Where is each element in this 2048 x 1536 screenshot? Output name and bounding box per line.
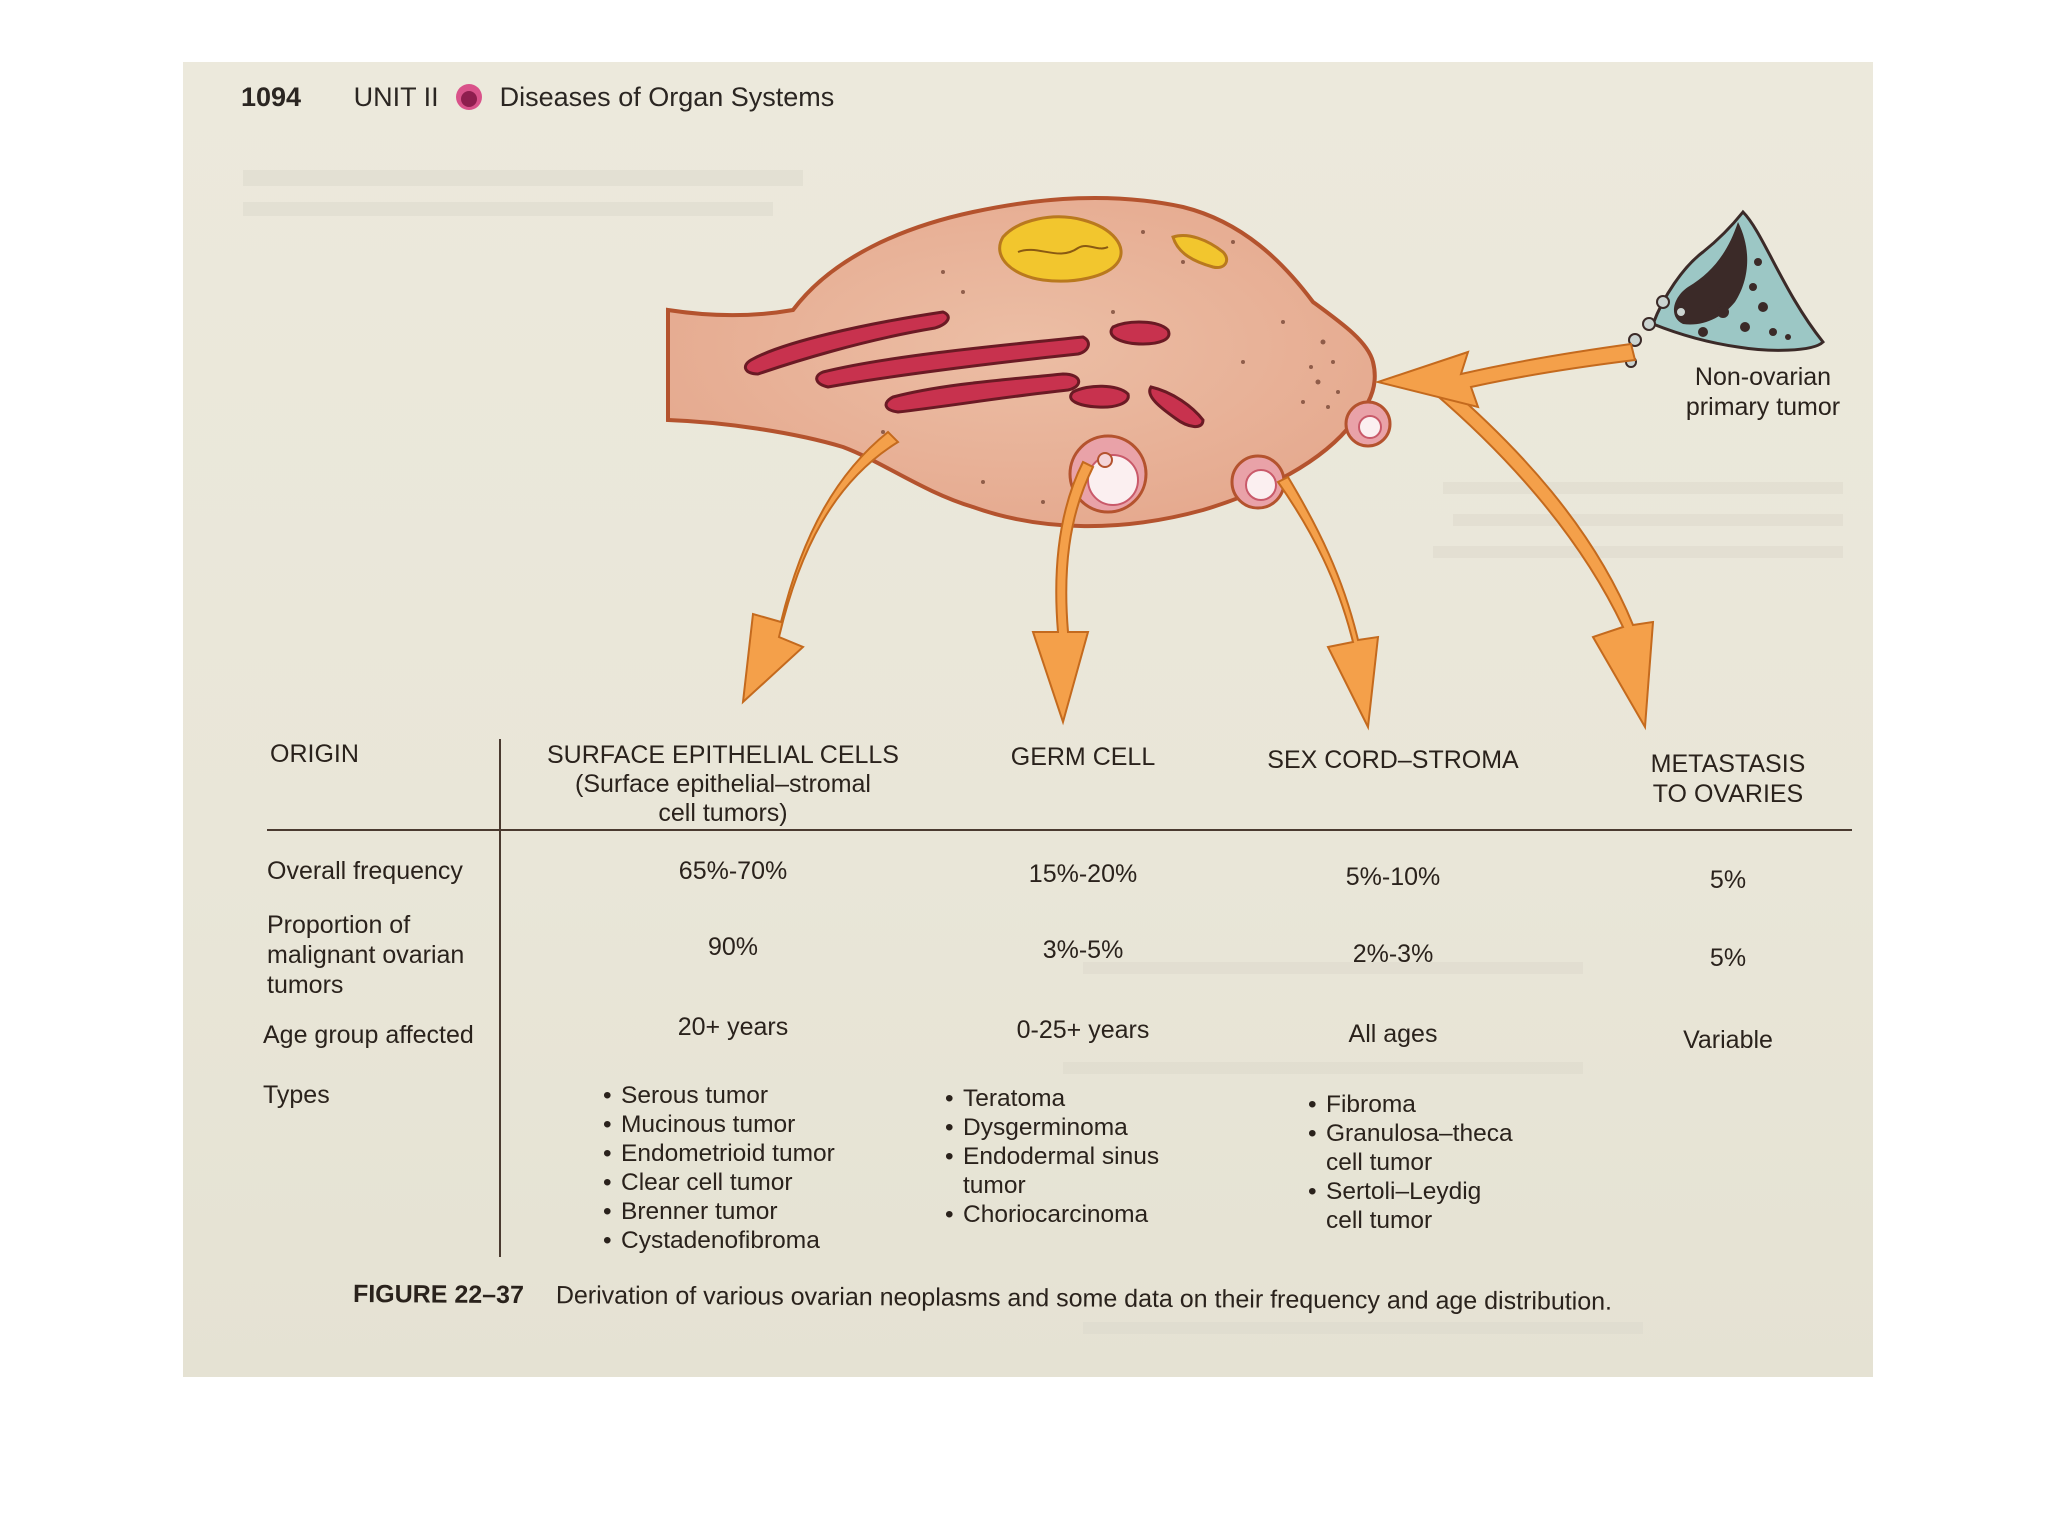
cell-frequency-sexcord: 5%-10% — [1345, 863, 1441, 891]
list-item: Granulosa–theca — [1308, 1119, 1513, 1148]
corpus-albicans — [1171, 234, 1229, 270]
follicles — [1068, 400, 1392, 514]
list-item: Serous tumor — [603, 1081, 835, 1110]
list-item-continuation: tumor — [963, 1172, 1026, 1199]
unit-bullet-icon — [456, 84, 483, 110]
list-item: Dysgerminoma — [945, 1113, 1159, 1142]
ovary-illustration — [666, 195, 1826, 731]
proportion-label-line3: tumors — [267, 971, 344, 999]
header-metastasis: METASTASIS TO OVARIES — [1613, 749, 1843, 809]
header-sex-cord-stroma: SEX CORD–STROMA — [1267, 746, 1519, 774]
list-item: Endodermal sinus — [945, 1142, 1159, 1171]
list-item: Sertoli–Leydig — [1308, 1177, 1513, 1206]
unit-label: UNIT II — [353, 82, 439, 112]
origin-label: ORIGIN — [270, 740, 359, 768]
blood-vessels — [743, 310, 1205, 428]
cell-proportion-germ: 3%-5% — [1042, 936, 1124, 964]
header-surface-epithelial: SURFACE EPITHELIAL CELLS (Surface epithe… — [513, 741, 933, 828]
age-group-label: Age group affected — [263, 1021, 474, 1049]
table-column-rule — [499, 739, 501, 1257]
derivation-arrows — [741, 342, 1655, 731]
show-through-text — [243, 170, 803, 186]
list-item-continuation: cell tumor — [1326, 1149, 1433, 1176]
list-item: Mucinous tumor — [603, 1110, 835, 1139]
types-list-surface: Serous tumor Mucinous tumor Endometrioid… — [603, 1081, 835, 1255]
types-label: Types — [263, 1081, 330, 1109]
show-through-text — [1083, 962, 1583, 974]
non-ovarian-primary-tumor-illustration — [1625, 209, 1826, 368]
types-list-germ: Teratoma Dysgerminoma Endodermal sinus t… — [945, 1084, 1159, 1229]
running-head: 1094 UNIT II Diseases of Organ Systems — [241, 82, 834, 113]
header-metastasis-line1: METASTASIS — [1650, 750, 1806, 778]
cell-age-metastasis: Variable — [1683, 1026, 1773, 1054]
proportion-label-line1: Proportion of — [267, 911, 411, 939]
cell-age-surface: 20+ years — [677, 1013, 789, 1041]
show-through-text — [1433, 546, 1843, 558]
list-item: Teratoma — [945, 1084, 1159, 1113]
list-item: Cystadenofibroma — [603, 1226, 835, 1255]
header-germ-cell: GERM CELL — [1010, 743, 1156, 771]
cell-proportion-metastasis: 5% — [1709, 944, 1747, 972]
figure-label: FIGURE 22–37 — [352, 1280, 525, 1310]
list-item: Fibroma — [1308, 1090, 1513, 1119]
show-through-text — [1083, 1322, 1643, 1334]
list-item-continuation: cell tumor — [1326, 1207, 1433, 1234]
cell-age-sexcord: All ages — [1348, 1020, 1438, 1048]
list-item: Endometrioid tumor — [603, 1139, 835, 1168]
figure-caption-text: Derivation of various ovarian neoplasms … — [555, 1281, 1613, 1316]
header-surface-line1: SURFACE EPITHELIAL CELLS — [547, 741, 899, 769]
show-through-text — [1063, 1062, 1583, 1074]
overall-frequency-label: Overall frequency — [267, 857, 463, 885]
header-surface-line2: (Surface epithelial–stromal — [575, 770, 871, 798]
list-item: Clear cell tumor — [603, 1168, 835, 1197]
cell-frequency-surface: 65%-70% — [678, 857, 788, 885]
cell-frequency-metastasis: 5% — [1709, 866, 1747, 894]
header-surface-line3: cell tumors) — [658, 799, 788, 827]
proportion-label-line2: malignant ovarian — [267, 941, 465, 969]
show-through-text — [1453, 514, 1843, 526]
proportion-malignant-label: Proportion of malignant ovarian tumors — [267, 910, 464, 1000]
types-list-sexcord: Fibroma Granulosa–theca cell tumor Serto… — [1308, 1090, 1513, 1235]
ovary-body — [666, 195, 1377, 529]
page-number: 1094 — [241, 82, 302, 112]
section-title: Diseases of Organ Systems — [499, 82, 835, 112]
book-page-photo: 1094 UNIT II Diseases of Organ Systems — [183, 62, 1873, 1377]
list-item: Brenner tumor — [603, 1197, 835, 1226]
metastasis-label-line2: primary tumor — [1685, 393, 1841, 421]
list-item: Choriocarcinoma — [945, 1200, 1159, 1229]
metastasis-label-line1: Non-ovarian — [1694, 363, 1832, 391]
non-ovarian-primary-tumor-label: Non-ovarian primary tumor — [1643, 362, 1873, 422]
cell-proportion-surface: 90% — [707, 933, 759, 961]
cell-frequency-germ: 15%-20% — [1028, 860, 1138, 888]
cell-age-germ: 0-25+ years — [1016, 1016, 1150, 1044]
corpus-luteum — [998, 215, 1123, 283]
cell-proportion-sexcord: 2%-3% — [1352, 940, 1434, 968]
ovary-stippling — [881, 230, 1340, 504]
show-through-text — [243, 202, 773, 216]
header-metastasis-line2: TO OVARIES — [1652, 780, 1804, 808]
table-header-rule — [267, 829, 1852, 831]
